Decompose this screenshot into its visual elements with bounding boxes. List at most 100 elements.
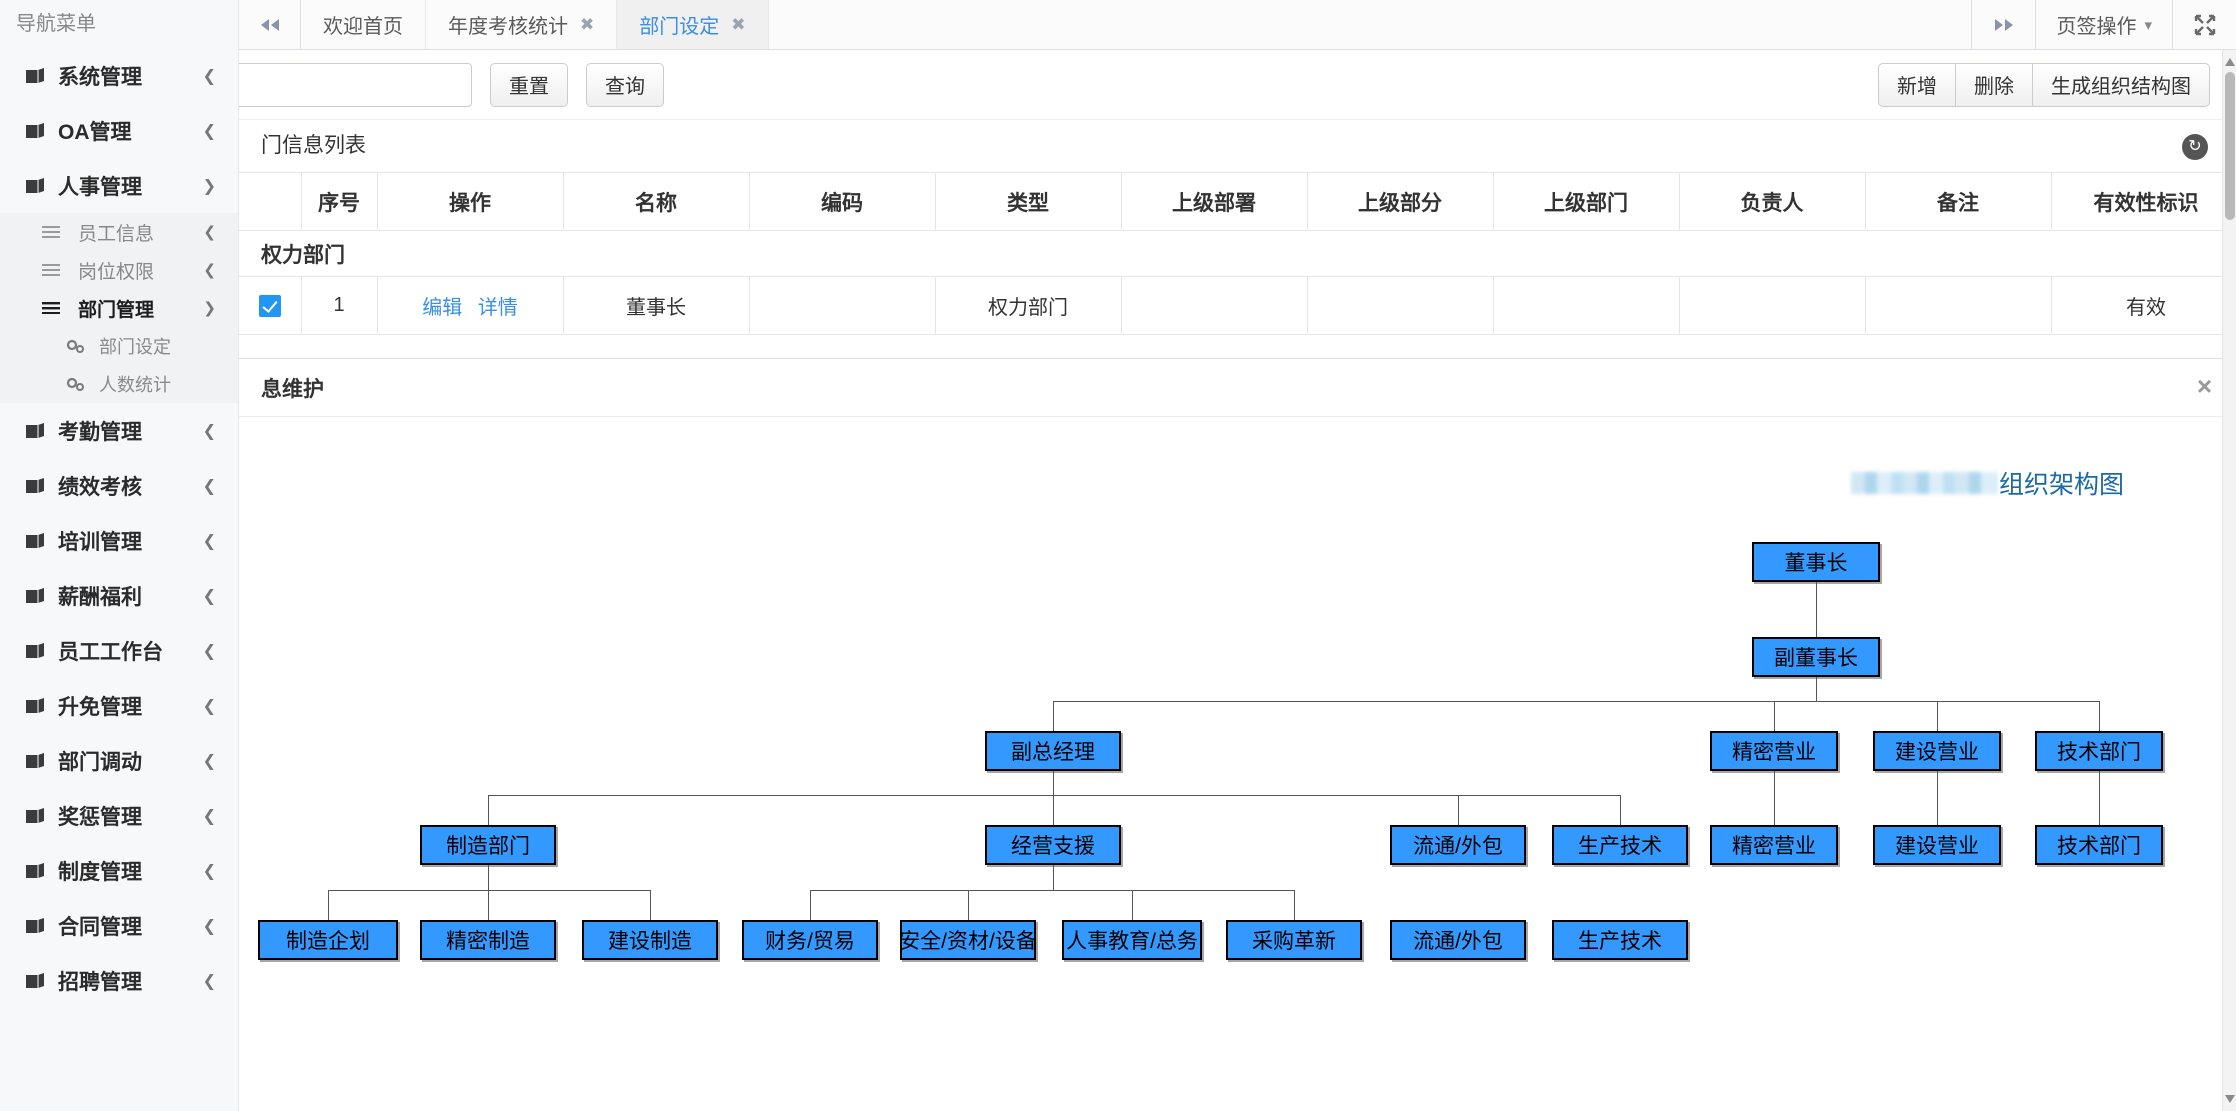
search-input[interactable] — [239, 62, 472, 107]
sidebar-item-4[interactable]: 考勤管理❮ — [0, 403, 238, 458]
scrollbar-thumb[interactable] — [2225, 72, 2235, 220]
list-icon — [42, 226, 68, 238]
sidebar-item-department-setup[interactable]: 部门设定 — [0, 327, 238, 365]
org-connector — [968, 890, 969, 920]
row-checkbox[interactable] — [258, 294, 281, 317]
column-header-seq[interactable]: 序号 — [301, 172, 378, 231]
column-header-parent-deploy[interactable]: 上级部署 — [1121, 172, 1308, 231]
query-toolbar: 名称 重置 查询 新增 删除 生成组织结构图 — [239, 50, 2236, 120]
sidebar-item-oa-management[interactable]: OA管理 ❮ — [0, 103, 238, 158]
sidebar-item-headcount-stats[interactable]: 人数统计 — [0, 365, 238, 403]
reset-button[interactable]: 重置 — [490, 62, 568, 107]
row-owner — [1679, 276, 1866, 335]
org-connector — [328, 890, 329, 920]
column-header-remark[interactable]: 备注 — [1865, 172, 2052, 231]
org-node[interactable]: 董事长 — [1752, 542, 1880, 582]
tab-department-setup[interactable]: 部门设定 ✖ — [617, 0, 769, 49]
department-table: 序号 操作 名称 编码 类型 上级部署 上级部分 上级部门 负责人 备注 有效性… — [239, 172, 2236, 335]
sidebar-item-label: 岗位权限 — [78, 261, 155, 283]
org-node[interactable]: 经营支援 — [985, 825, 1121, 865]
sidebar-item-system-management[interactable]: 系统管理 ❮ — [0, 48, 238, 103]
tab-scroll-left-button[interactable] — [239, 0, 301, 49]
table-group-row: 权力部门 — [239, 230, 2236, 277]
sidebar-item-employee-info[interactable]: 员工信息 ❮ — [0, 213, 238, 251]
column-header-parent-part[interactable]: 上级部分 — [1307, 172, 1494, 231]
delete-button[interactable]: 删除 — [1956, 62, 2033, 107]
tab-scroll-right-button[interactable] — [1971, 0, 2035, 49]
org-node[interactable]: 采购革新 — [1226, 920, 1362, 960]
row-valid-flag: 有效 — [2051, 276, 2236, 335]
sidebar-item-14[interactable]: 招聘管理❮ — [0, 953, 238, 1008]
close-icon[interactable]: ✖ — [731, 14, 746, 34]
column-header-valid-flag[interactable]: 有效性标识 — [2051, 172, 2236, 231]
org-node[interactable]: 流通/外包 — [1390, 825, 1526, 865]
org-node[interactable]: 精密营业 — [1710, 825, 1838, 865]
sidebar-item-label: 合同管理 — [58, 915, 142, 939]
column-header-owner[interactable]: 负责人 — [1679, 172, 1866, 231]
org-node[interactable]: 精密制造 — [420, 920, 556, 960]
sidebar-item-7[interactable]: 薪酬福利❮ — [0, 568, 238, 623]
query-button[interactable]: 查询 — [586, 62, 664, 107]
page-title: 门信息列表 — [261, 134, 366, 157]
org-node[interactable]: 副总经理 — [985, 731, 1121, 771]
page-actions-dropdown[interactable]: 页签操作 ▾ — [2035, 0, 2172, 49]
org-node[interactable]: 制造部门 — [420, 825, 556, 865]
add-button[interactable]: 新增 — [1878, 62, 1956, 107]
scroll-down-arrow-icon[interactable] — [2225, 1095, 2235, 1103]
sidebar-item-hr-management[interactable]: 人事管理 ❯ — [0, 158, 238, 213]
column-header-type[interactable]: 类型 — [935, 172, 1122, 231]
org-node[interactable]: 建设营业 — [1873, 731, 2001, 771]
org-connector — [488, 795, 1620, 796]
sidebar-item-5[interactable]: 绩效考核❮ — [0, 458, 238, 513]
org-node[interactable]: 流通/外包 — [1390, 920, 1526, 960]
org-node[interactable]: 生产技术 — [1552, 920, 1688, 960]
sidebar-item-9[interactable]: 升免管理❮ — [0, 678, 238, 733]
org-node[interactable]: 安全/资材/设备 — [900, 920, 1036, 960]
refresh-icon[interactable]: ↻ — [2182, 134, 2208, 160]
org-node[interactable]: 副董事长 — [1752, 637, 1880, 677]
org-node[interactable]: 生产技术 — [1552, 825, 1688, 865]
org-node[interactable]: 技术部门 — [2035, 731, 2163, 771]
vertical-scrollbar[interactable] — [2222, 50, 2236, 1111]
close-icon[interactable]: × — [2196, 371, 2212, 401]
close-icon[interactable]: ✖ — [580, 14, 595, 34]
org-node[interactable]: 建设营业 — [1873, 825, 2001, 865]
fullscreen-icon[interactable] — [2172, 0, 2236, 49]
scroll-up-arrow-icon[interactable] — [2225, 58, 2235, 66]
sidebar-item-12[interactable]: 制度管理❮ — [0, 843, 238, 898]
tab-annual-assessment-stats[interactable]: 年度考核统计 ✖ — [426, 0, 618, 49]
sidebar-item-10[interactable]: 部门调动❮ — [0, 733, 238, 788]
column-header-operations[interactable]: 操作 — [377, 172, 564, 231]
org-node[interactable]: 制造企划 — [258, 920, 398, 960]
org-chart-canvas: 董事长副董事长副总经理精密营业建设营业技术部门制造部门经营支援流通/外包生产技术… — [239, 417, 2236, 1111]
org-node[interactable]: 精密营业 — [1710, 731, 1838, 771]
sidebar-item-8[interactable]: 员工工作台❮ — [0, 623, 238, 678]
book-icon — [22, 122, 48, 139]
tab-welcome-home[interactable]: 欢迎首页 — [301, 0, 426, 49]
org-node[interactable]: 建设制造 — [582, 920, 718, 960]
row-select-cell[interactable] — [239, 276, 302, 335]
org-node[interactable]: 技术部门 — [2035, 825, 2163, 865]
sidebar-item-11[interactable]: 奖惩管理❮ — [0, 788, 238, 843]
sidebar-item-6[interactable]: 培训管理❮ — [0, 513, 238, 568]
chevron-left-icon: ❮ — [202, 67, 216, 85]
edit-link[interactable]: 编辑 — [422, 297, 463, 319]
table-row[interactable]: 1 编辑 详情 董事长 权力部门 有效 — [239, 276, 2236, 335]
sidebar-item-position-permission[interactable]: 岗位权限 ❮ — [0, 251, 238, 289]
sidebar-item-13[interactable]: 合同管理❮ — [0, 898, 238, 953]
column-header-code[interactable]: 编码 — [749, 172, 936, 231]
sidebar-item-label: 人数统计 — [99, 375, 171, 395]
column-header-name[interactable]: 名称 — [563, 172, 750, 231]
org-node[interactable]: 财务/贸易 — [742, 920, 878, 960]
tab-label: 年度考核统计 — [448, 16, 568, 38]
sidebar-item-department-management[interactable]: 部门管理 ❯ — [0, 289, 238, 327]
generate-org-chart-button[interactable]: 生成组织结构图 — [2033, 62, 2210, 107]
modal-title: 息维护 — [261, 377, 324, 401]
tab-label: 欢迎首页 — [323, 16, 403, 38]
column-header-select[interactable] — [239, 172, 302, 231]
detail-link[interactable]: 详情 — [477, 297, 518, 319]
org-node[interactable]: 人事教育/总务 — [1062, 920, 1202, 960]
sidebar-item-label: 人事管理 — [58, 175, 142, 199]
column-header-parent-dept[interactable]: 上级部门 — [1493, 172, 1680, 231]
org-connector — [1053, 701, 1054, 731]
